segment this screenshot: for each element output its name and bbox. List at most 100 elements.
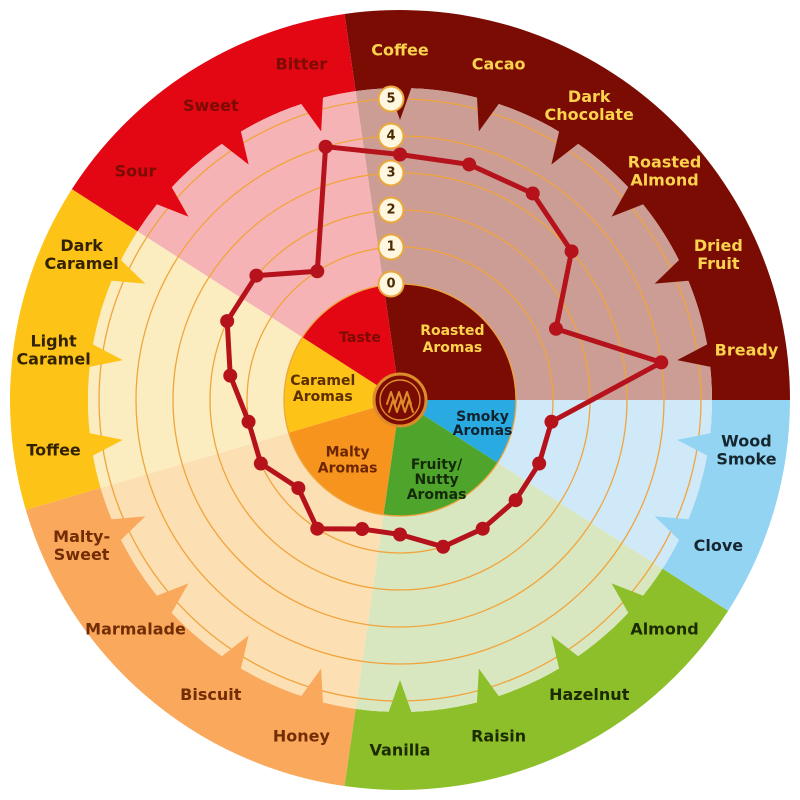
sector-outer-ring-fruity-nutty-aromas (344, 568, 729, 790)
spoke-notch-bitter (298, 93, 324, 132)
ornate-w-monogram-logo-icon (372, 372, 428, 428)
data-point-toffee (241, 414, 256, 429)
data-point-light-caramel (223, 368, 238, 383)
scale-tick-badge-5 (377, 85, 405, 113)
sector-outer-ring-taste (71, 13, 356, 232)
sector-radar-band-smoky-aromas (497, 400, 712, 569)
sector-outer-ring-roasted-aromas (344, 10, 790, 400)
spoke-label-bitter: Bitter (276, 55, 328, 74)
spoke-notch-cacao (476, 93, 502, 132)
data-point-wood-smoke (544, 414, 559, 429)
data-point-almond (508, 493, 523, 508)
hub-title-taste: Taste (339, 330, 381, 346)
spoke-notch-biscuit (218, 635, 249, 673)
spoke-label-toffee: Toffee (26, 440, 81, 459)
spoke-notch-sweet (218, 127, 249, 165)
scale-tick-badge-1 (377, 233, 405, 261)
scale-tick-label-5: 5 (386, 92, 395, 107)
spoke-label-raisin: Raisin (471, 726, 526, 745)
spoke-label-malty-sweet: Malty-Sweet (53, 527, 110, 564)
data-point-biscuit (310, 521, 325, 536)
spoke-label-coffee: Coffee (371, 41, 429, 60)
sector-outer-ring-smoky-aromas (662, 400, 790, 611)
scale-tick-label-0: 0 (386, 277, 395, 292)
sector-outer-ring-caramel-aromas (10, 189, 138, 510)
data-point-sweet (310, 264, 325, 279)
logo-w-pattern-top (386, 391, 412, 405)
spoke-label-vanilla: Vanilla (370, 741, 431, 760)
spoke-notch-roasted-almond (611, 183, 647, 217)
sector-hub-roasted-aromas (383, 283, 516, 400)
spoke-notch-bready (677, 342, 715, 368)
data-point-dried-fruit (549, 321, 563, 336)
data-point-vanilla (393, 527, 407, 542)
spoke-label-sour: Sour (115, 161, 157, 180)
scale-tick-badge-3 (377, 159, 405, 187)
data-point-honey (355, 522, 370, 537)
data-point-raisin (436, 539, 451, 554)
sector-hub-fruity-nutty-aromas (383, 400, 498, 517)
spoke-notch-wood-smoke (677, 432, 715, 458)
scale-tick-badge-4 (377, 122, 405, 150)
spoke-notch-clove (654, 516, 693, 543)
spoke-label-bready: Bready (715, 341, 779, 360)
spoke-label-almond: Almond (630, 620, 698, 639)
scale-tick-label-4: 4 (386, 129, 395, 144)
logo-inner-ring (379, 379, 421, 421)
spoke-notch-dark-caramel (107, 257, 146, 284)
scale-tick-label-2: 2 (386, 203, 395, 218)
spoke-notch-almond (611, 583, 647, 617)
spoke-notch-marmalade (153, 583, 189, 617)
data-point-malty-sweet (253, 456, 268, 471)
data-point-coffee (393, 147, 407, 162)
spoke-notch-dried-fruit (654, 257, 693, 284)
sector-radar-band-fruity-nutty-aromas (355, 462, 663, 712)
data-point-cacao (462, 157, 477, 172)
sector-hub-taste (302, 285, 400, 400)
sector-outer-ring-malty-aromas (25, 487, 356, 787)
data-point-sour (249, 268, 264, 283)
sector-radar-band-malty-aromas (100, 432, 384, 709)
spoke-notch-toffee (85, 432, 123, 458)
sector-radar-band-roasted-aromas (355, 88, 712, 401)
spoke-label-honey: Honey (273, 726, 331, 745)
spoke-label-sweet: Sweet (183, 96, 239, 115)
spoke-notch-raisin (476, 668, 502, 707)
scale-tick-badge-0 (377, 270, 405, 298)
data-point-dark-chocolate (525, 186, 540, 201)
spoke-label-marmalade: Marmalade (85, 620, 186, 639)
spoke-notch-vanilla (387, 680, 413, 716)
spoke-label-clove: Clove (694, 536, 744, 555)
sector-hub-malty-aromas (288, 400, 400, 515)
data-point-bready (654, 355, 669, 370)
scale-tick-badge-2 (377, 196, 405, 224)
spoke-label-hazelnut: Hazelnut (549, 685, 630, 704)
spoke-label-cacao: Cacao (472, 55, 526, 74)
data-point-marmalade (291, 481, 306, 496)
data-point-roasted-almond (564, 244, 579, 259)
spoke-notch-honey (298, 668, 324, 707)
spoke-label-biscuit: Biscuit (180, 685, 242, 704)
spoke-notch-sour (153, 183, 189, 217)
sector-hub-smoky-aromas (400, 400, 517, 463)
logo-w-pattern-bottom (388, 399, 414, 413)
spoke-notch-hazelnut (551, 635, 582, 673)
data-point-hazelnut (475, 521, 490, 536)
data-point-clove (532, 456, 547, 471)
spoke-notch-malty-sweet (107, 516, 146, 543)
spoke-notch-light-caramel (85, 342, 123, 368)
data-point-bitter (318, 139, 333, 154)
